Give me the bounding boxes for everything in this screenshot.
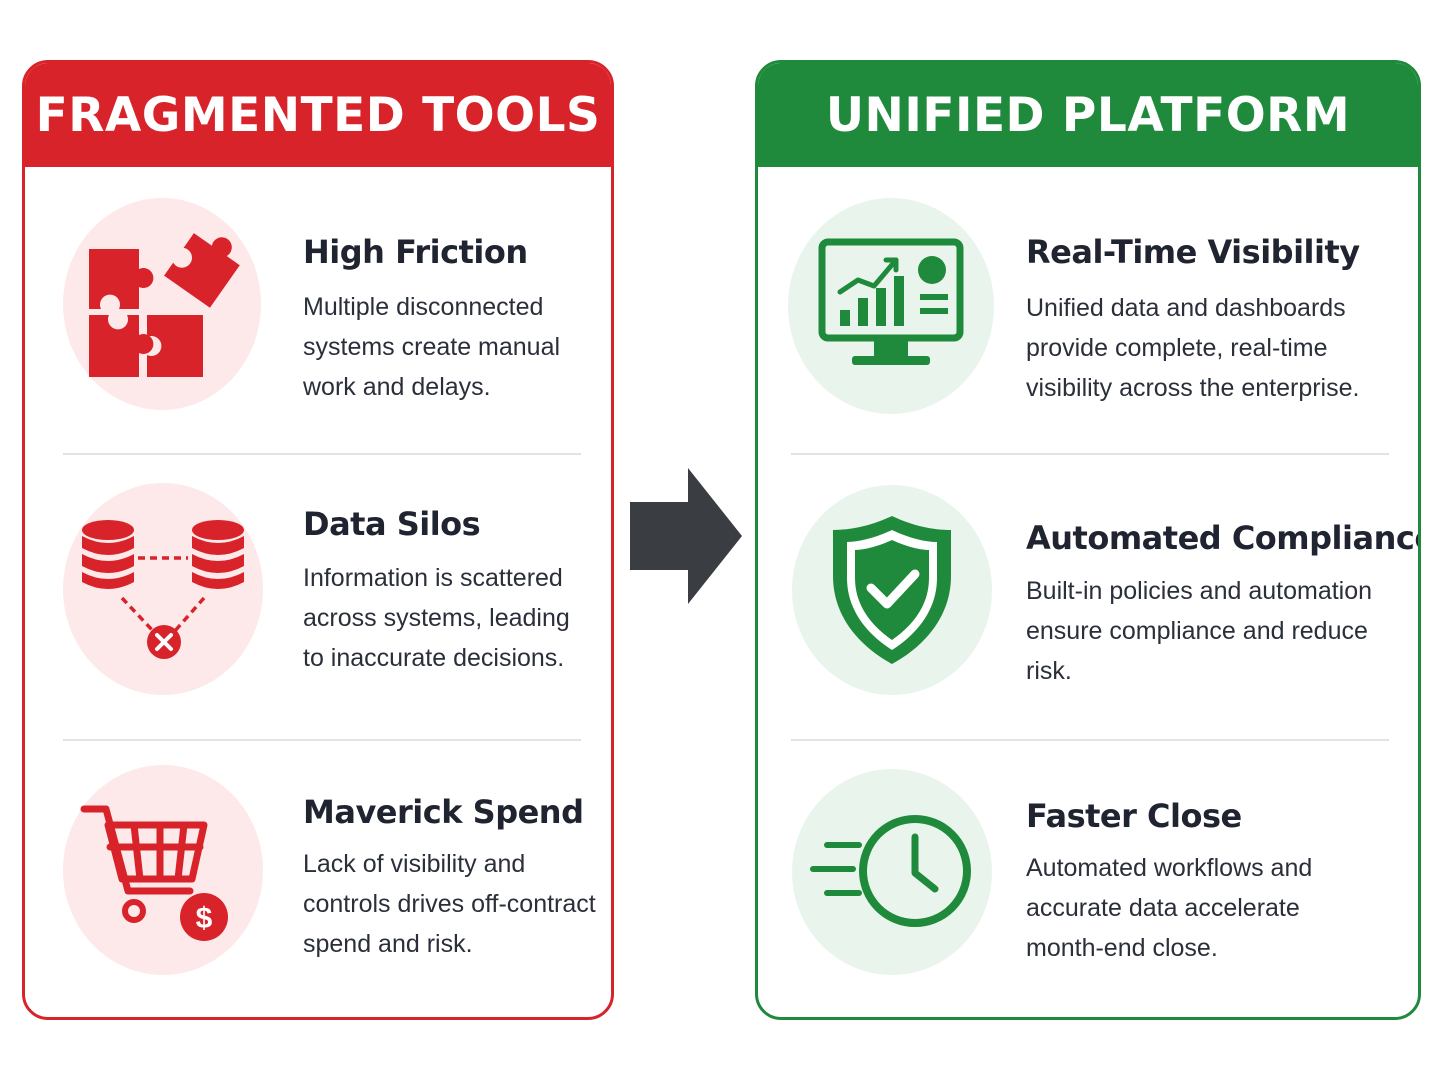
item-title: Real-Time Visibility [1026, 233, 1360, 271]
database-silos-icon [63, 483, 263, 695]
shopping-cart-dollar-icon: $ [63, 765, 263, 975]
fast-clock-icon [792, 769, 992, 975]
right-arrow-icon [630, 468, 742, 604]
unified-platform-panel: UNIFIED PLATFORM Real-Tim [755, 60, 1421, 1020]
puzzle-pieces-icon [63, 198, 261, 410]
item-title: Faster Close [1026, 797, 1242, 835]
item-title: High Friction [303, 233, 528, 271]
item-description: Built-in policies and automation ensure … [1026, 577, 1373, 685]
item-description: Unified data and dashboards provide comp… [1026, 294, 1360, 402]
divider [791, 453, 1389, 455]
fragmented-tools-panel: FRAGMENTED TOOLS High Friction Multiple … [22, 60, 614, 1020]
item-description: Automated workflows and accurate data ac… [1026, 854, 1313, 962]
divider [791, 739, 1389, 741]
item-description: Information is scattered across systems,… [303, 564, 570, 672]
item-description: Multiple disconnected systems create man… [303, 293, 561, 401]
svg-text:$: $ [196, 902, 213, 935]
divider [63, 739, 581, 741]
panel-title: UNIFIED PLATFORM [758, 63, 1418, 167]
panel-title: FRAGMENTED TOOLS [25, 63, 611, 167]
divider [63, 453, 581, 455]
shield-check-icon [792, 485, 992, 695]
dashboard-monitor-icon [788, 198, 994, 414]
item-description: Lack of visibility and controls drives o… [303, 850, 596, 958]
item-title: Data Silos [303, 505, 481, 543]
item-title: Maverick Spend [303, 793, 584, 831]
item-title: Automated Compliance [1026, 519, 1421, 557]
